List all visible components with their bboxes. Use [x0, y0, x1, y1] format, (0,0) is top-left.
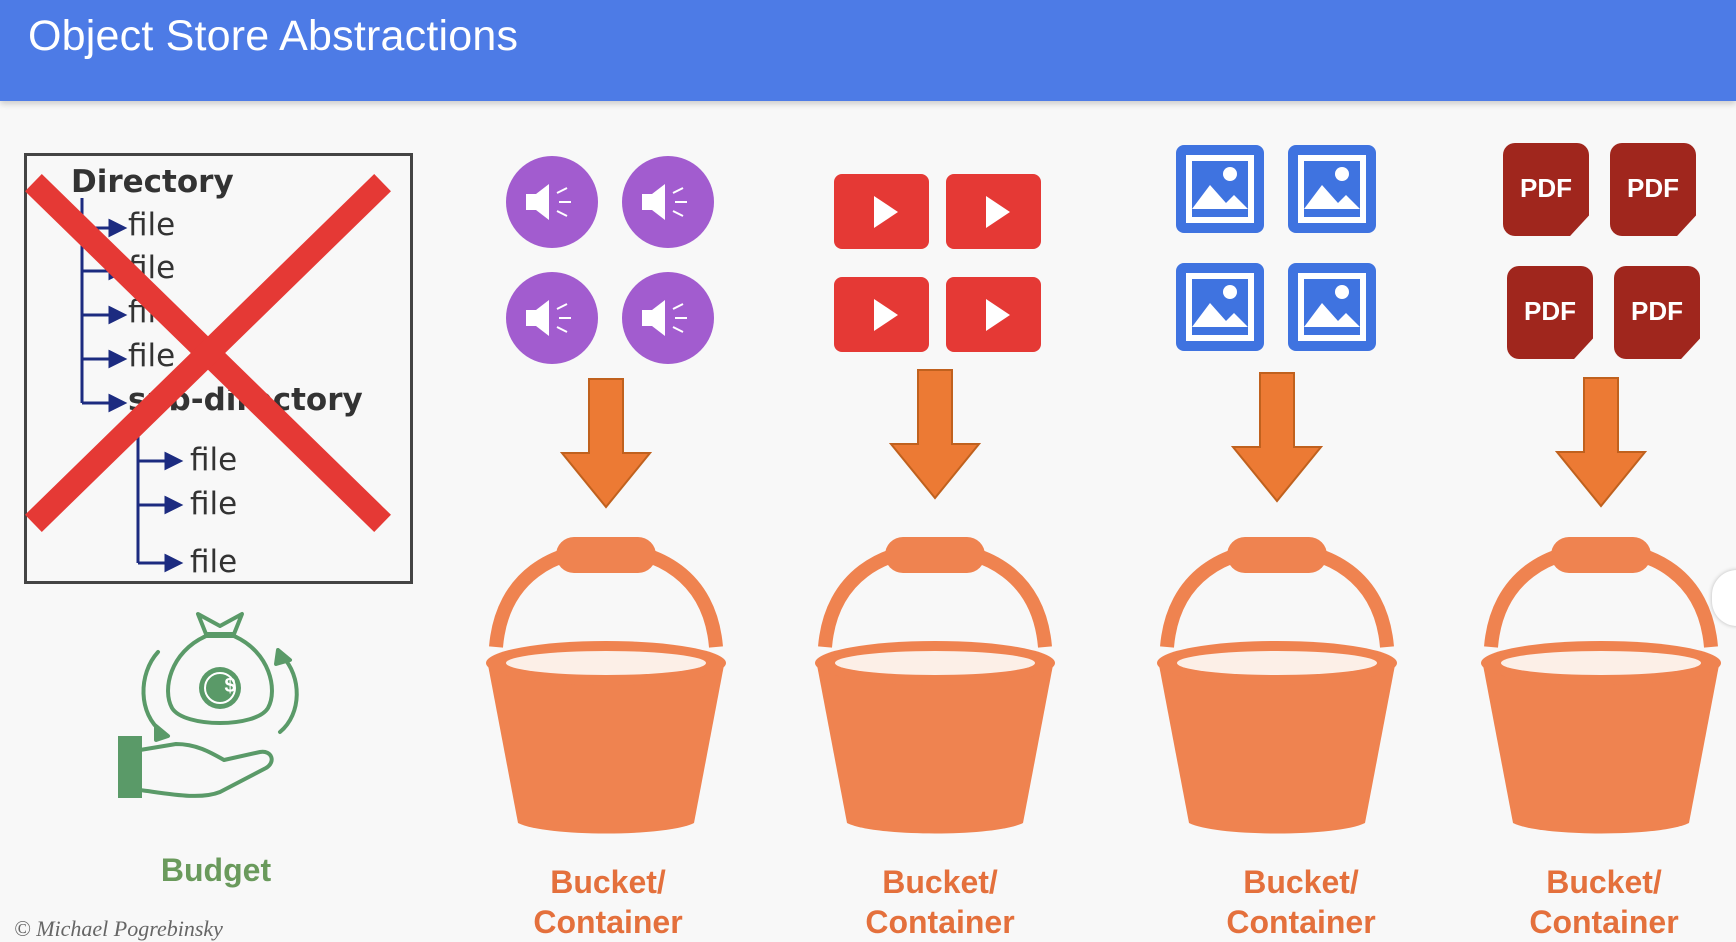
- bucket-icon: [1157, 537, 1397, 834]
- bucket-label: Bucket/ Container: [1181, 862, 1421, 942]
- bucket-icon: [486, 537, 726, 834]
- speaker-icon: [506, 156, 598, 248]
- directory-label: Directory: [71, 164, 234, 200]
- header-bar: Object Store Abstractions: [0, 0, 1736, 101]
- tree-subfile-2: file: [190, 486, 238, 522]
- pdf-icon: PDF: [1503, 143, 1589, 236]
- image-icon: [1176, 263, 1264, 351]
- speaker-icon: [506, 272, 598, 364]
- bucket-label-line1: Bucket/: [882, 864, 998, 900]
- tree-subfile-3: file: [190, 544, 238, 580]
- tree-subfile-1: file: [190, 442, 238, 478]
- bucket-label-line2: Container: [533, 904, 683, 940]
- bucket-label-line1: Bucket/: [550, 864, 666, 900]
- page-title: Object Store Abstractions: [28, 12, 519, 60]
- down-arrow-icon: [559, 378, 653, 509]
- bucket-icon: [815, 537, 1055, 834]
- play-video-icon: [946, 174, 1041, 249]
- speaker-icon: [622, 156, 714, 248]
- bucket-label: Bucket/ Container: [1484, 862, 1724, 942]
- bucket-label-line2: Container: [1226, 904, 1376, 940]
- play-video-icon: [834, 277, 929, 352]
- tree-file-1: file: [128, 207, 176, 243]
- play-video-icon: [946, 277, 1041, 352]
- image-icon: [1288, 263, 1376, 351]
- tree-file-4: file: [128, 338, 176, 374]
- cross-out-icon: [25, 174, 391, 532]
- pdf-icon: PDF: [1507, 266, 1593, 359]
- pdf-icon: PDF: [1610, 143, 1696, 236]
- copyright-credit: © Michael Pogrebinsky: [14, 916, 223, 941]
- down-arrow-icon: [1230, 372, 1324, 503]
- coin-symbol: $: [224, 675, 236, 697]
- down-arrow-icon: [1554, 377, 1648, 508]
- down-arrow-icon: [888, 369, 982, 500]
- play-video-icon: [834, 174, 929, 249]
- bucket-label-line1: Bucket/: [1243, 864, 1359, 900]
- money-bag-hand-icon: [118, 612, 299, 798]
- bucket-label-line2: Container: [865, 904, 1015, 940]
- speaker-icon: [622, 272, 714, 364]
- image-icon: [1288, 145, 1376, 233]
- image-icon-group: [1176, 145, 1376, 351]
- bucket-label-line2: Container: [1529, 904, 1679, 940]
- bucket-label: Bucket/ Container: [488, 862, 728, 942]
- video-icon-group: [834, 174, 1041, 352]
- bucket-icon: [1481, 537, 1721, 834]
- bucket-label-line1: Bucket/: [1546, 864, 1662, 900]
- speaker-icon-group: [506, 156, 714, 364]
- image-icon: [1176, 145, 1264, 233]
- bucket-label: Bucket/ Container: [820, 862, 1060, 942]
- pdf-icon: PDF: [1614, 266, 1700, 359]
- budget-label: Budget: [160, 852, 272, 888]
